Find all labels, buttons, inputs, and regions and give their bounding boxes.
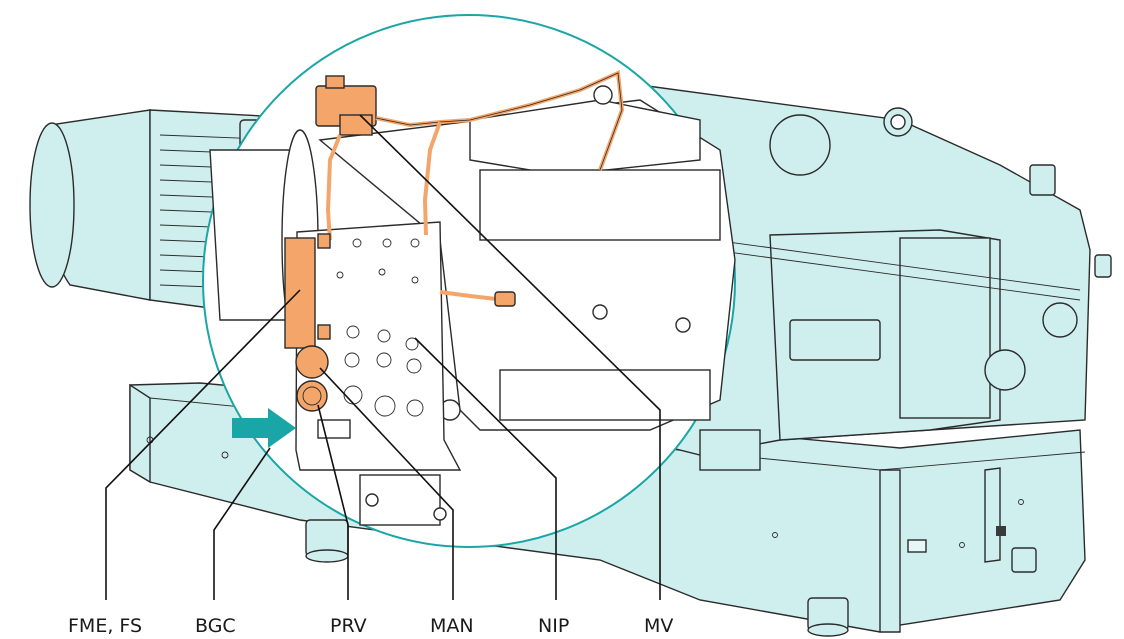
- label-fme-fs: FME, FS: [68, 615, 142, 637]
- highlighted-components: [284, 70, 625, 412]
- label-bgc: BGC: [195, 615, 236, 637]
- label-mv: MV: [644, 615, 673, 637]
- label-man: MAN: [430, 615, 474, 637]
- pump-body: [639, 84, 1112, 471]
- label-prv: PRV: [330, 615, 367, 637]
- circle-contents: [209, 85, 736, 526]
- arrow-right-icon: [232, 408, 296, 448]
- leader-lines: [105, 114, 661, 600]
- label-nip: NIP: [538, 615, 569, 637]
